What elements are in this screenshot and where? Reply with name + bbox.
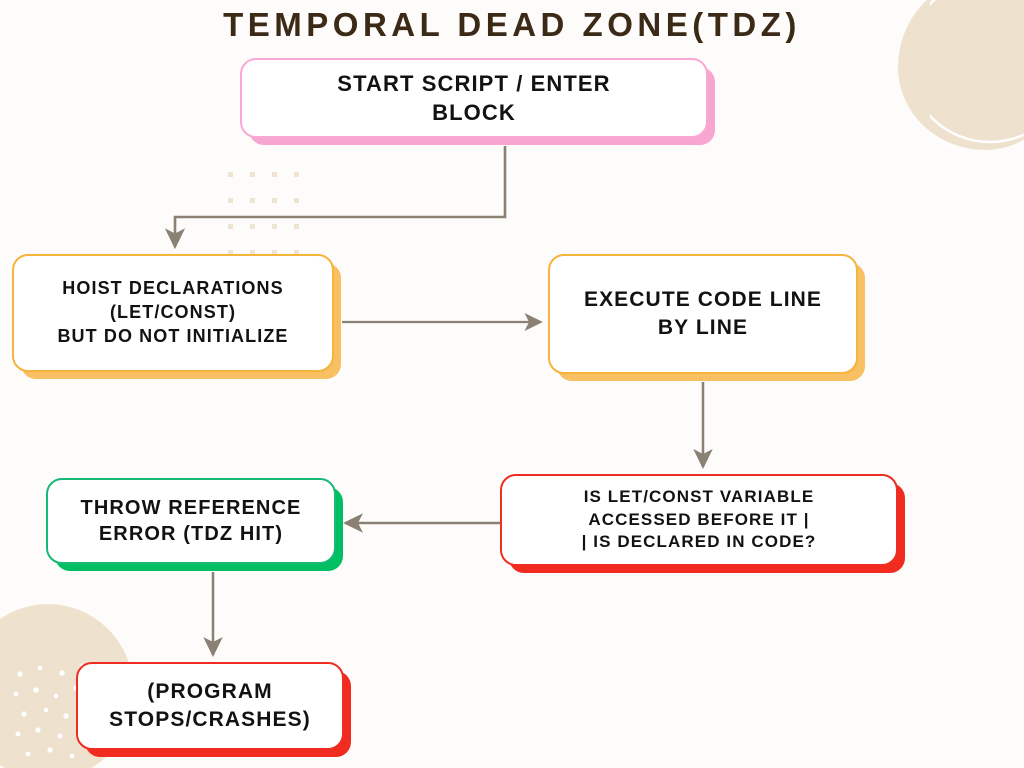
hoist-declarations-node[interactable]: HOIST DECLARATIONS (LET/CONST) BUT DO NO… — [12, 254, 334, 372]
tdz-check-decision-node[interactable]: IS LET/CONST VARIABLE ACCESSED BEFORE IT… — [500, 474, 898, 566]
program-crash-node-label: (PROGRAM STOPS/CRASHES) — [109, 680, 311, 731]
program-crash-node[interactable]: (PROGRAM STOPS/CRASHES) — [76, 662, 344, 750]
start-script-node-label: START SCRIPT / ENTER BLOCK — [337, 70, 611, 125]
white-arcs-top-right-decoration — [930, 0, 1024, 150]
throw-reference-error-node[interactable]: THROW REFERENCE ERROR (TDZ HIT) — [46, 478, 336, 564]
execute-code-node-label: EXECUTE CODE LINE BY LINE — [583, 288, 823, 339]
execute-code-node[interactable]: EXECUTE CODE LINE BY LINE — [548, 254, 858, 374]
tdz-check-decision-node-label: IS LET/CONST VARIABLE ACCESSED BEFORE IT… — [581, 487, 817, 552]
hoist-declarations-node-label: HOIST DECLARATIONS (LET/CONST) BUT DO NO… — [57, 278, 289, 346]
page-title: TEMPORAL DEAD ZONE(TDZ) — [223, 6, 801, 43]
dot-grid-decoration — [228, 172, 299, 255]
start-to-hoist-connector — [164, 146, 507, 250]
start-script-node[interactable]: START SCRIPT / ENTER BLOCK — [240, 58, 708, 138]
throw-reference-error-node-label: THROW REFERENCE ERROR (TDZ HIT) — [80, 496, 302, 545]
